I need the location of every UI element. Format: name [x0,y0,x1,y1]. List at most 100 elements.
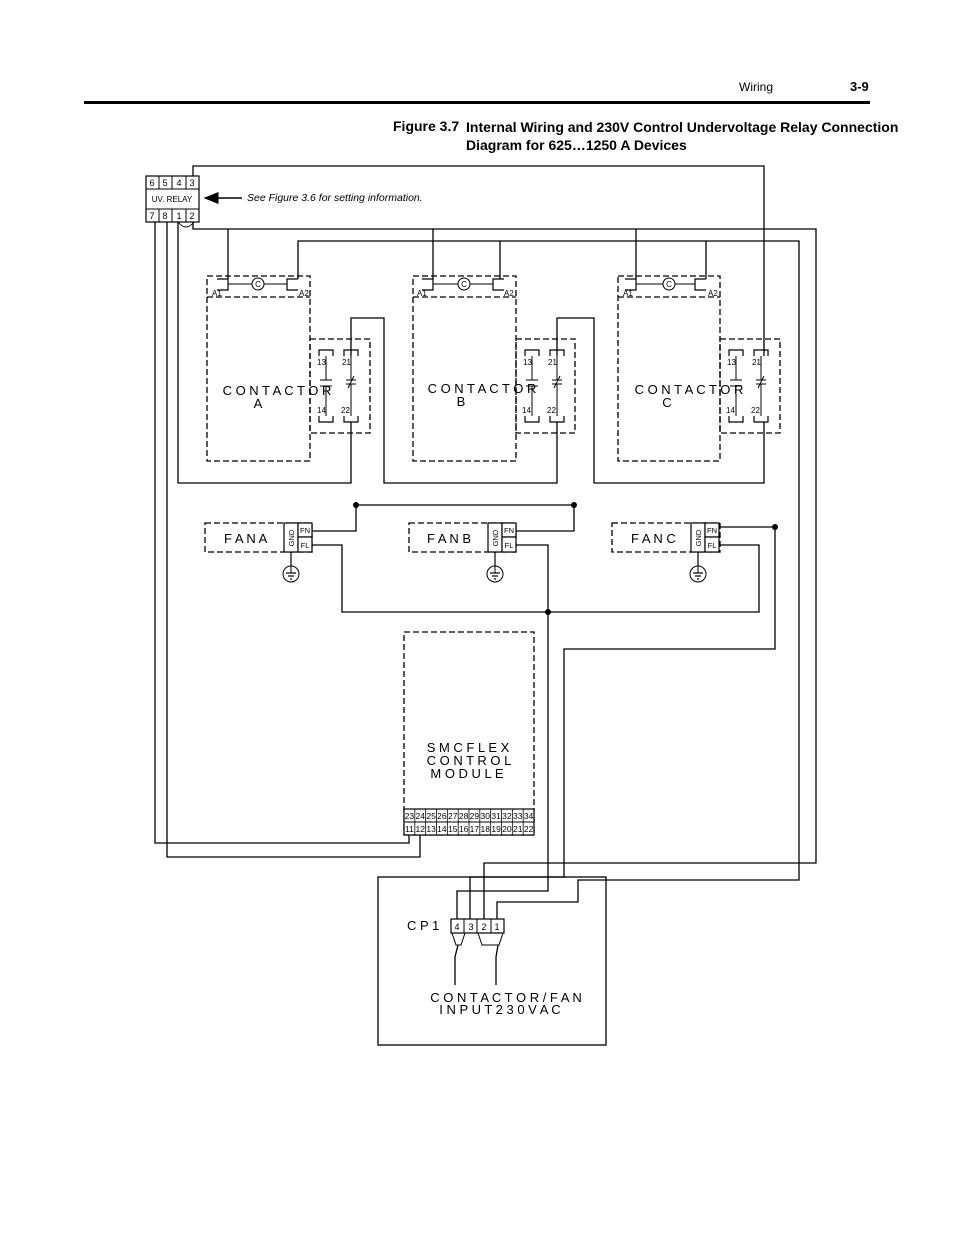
uv-relay-terminal: 3 [189,178,194,188]
smc-terminal-label: 13 [426,824,436,834]
uv-relay-terminal: 2 [189,211,194,221]
contactor-name: C O N T A C T O R [223,383,332,398]
coil-symbol [457,277,471,291]
smc-terminal-label: 21 [513,824,523,834]
smc-flex-control-module: S M C F L E X C O N T R O L M O D U L E … [403,631,535,836]
wire-coil-c-to-input [483,228,817,924]
contactor-letter: A [254,396,263,411]
header-section: Wiring [739,80,774,94]
aux-terminal-label: 13 [317,358,326,367]
smc-terminal-label: 19 [491,824,501,834]
fan-a: F A N A GND FN FL [204,522,313,583]
junction-dots [353,502,778,615]
junction-dot [353,502,359,508]
fan-gnd-label: GND [287,529,296,546]
smc-terminal-label: 20 [502,824,512,834]
contactor-b: C A1 A2 C O N T A C T O R B 13 21 14 22 [412,275,576,462]
smc-terminal-label: 12 [416,824,426,834]
smc-terminal-label: 16 [459,824,469,834]
smc-terminal-label: 18 [481,824,491,834]
uv-relay-note: See Figure 3.6 for setting information. [247,192,423,204]
header-rule [84,101,870,104]
wire-fn-bus-to-c [469,526,776,924]
fan-fl-label: FL [301,541,310,550]
smc-terminal-label: 24 [416,811,426,821]
junction-dot [545,609,551,615]
wire-fan-fl-b [516,544,549,612]
aux-contact-block: 13 21 14 22 [719,338,781,434]
contactor-a: C A1 A2 C O N T A C T O R A 13 21 14 22 [206,275,371,462]
aux-terminal-label: 13 [727,358,736,367]
aux-terminal-label: 13 [523,358,532,367]
cp1-terminal: 1 [494,922,499,932]
uv-relay-label: UV. RELAY [152,195,193,204]
contactor-letter: B [457,394,466,409]
ground-icon [486,565,504,583]
uv-relay-terminal: 5 [162,178,167,188]
wire-coil-rail-b-to-c [433,228,637,279]
aux-terminal-label: 22 [547,406,556,415]
uv-relay: 6 5 4 3 UV. RELAY 7 8 1 2 [145,175,200,228]
aux-terminal-label: 14 [726,406,735,415]
smc-terminal-label: 29 [470,811,480,821]
fan-fl-label: FL [505,541,514,550]
smc-terminal-label: 34 [524,811,534,821]
wire-cp1-l1 [454,944,459,985]
ground-icon [282,565,300,583]
wire-cp1-l2 [495,944,499,985]
input-label-line-2: I N P U T 2 3 0 V A C [439,1002,560,1017]
wire-uv2-rail [192,222,434,279]
fan-label: F A N A [224,531,268,546]
wire-uv8-to-smc [166,222,421,858]
aux-terminal-label: 21 [752,358,761,367]
ground-icon [689,565,707,583]
junction-dot [571,502,577,508]
contactor-name: C O N T A C T O R [635,382,744,397]
wire-aux-a-to-b [350,317,558,484]
figure-number: Figure 3.7 [393,118,460,134]
wire-aux-b-to-c [556,317,765,484]
page-number: 3-9 [850,79,869,94]
smc-terminal-label: 15 [448,824,458,834]
contactor-letter: C [662,395,671,410]
smc-terminal-label: 11 [405,824,414,834]
smc-terminal-label: 26 [437,811,447,821]
smc-terminal-label: 32 [502,811,512,821]
uv-relay-terminal: 7 [149,211,154,221]
terminal-a2-label: A2 [299,289,309,298]
smc-label-line-3: M O D U L E [430,766,504,781]
terminal-a1-label: A1 [623,289,633,298]
smc-terminal-label: 22 [524,824,534,834]
terminal-a2-label: A2 [504,289,514,298]
fan-fn-label: FN [300,526,310,535]
junction-dot [772,524,778,530]
smc-terminal-label: 33 [513,811,523,821]
wire-fl-to-input [456,612,549,924]
cp1-terminal: 3 [468,922,473,932]
uv-relay-terminal: 4 [176,178,181,188]
coil-symbol [662,277,676,291]
figure-title-line-1: Internal Wiring and 230V Control Undervo… [466,119,899,135]
contactor-c: C A1 A2 C O N T A C T O R C 13 21 14 22 [617,275,781,462]
fan-b: F A N B GND FN FL [408,522,517,583]
aux-terminal-label: 21 [342,358,351,367]
wire-coil-rail-a2b [500,240,707,279]
smc-terminal-label: 17 [470,824,480,834]
smc-terminal-label: 31 [491,811,501,821]
input-enclosure: C P 1 4 3 2 1 C O N T A C T O R / F A N … [377,876,607,1046]
smc-terminal-label: 27 [448,811,458,821]
figure-title: Internal Wiring and 230V Control Undervo… [466,118,899,154]
smc-terminal-label: 23 [405,811,415,821]
cp1-label: C P 1 [407,918,439,933]
aux-terminal-label: 14 [522,406,531,415]
coil-symbol [251,277,265,291]
coil-label: C [666,280,672,289]
aux-terminal-label: 21 [548,358,557,367]
terminal-a2-label: A2 [708,289,718,298]
fan-gnd-label: GND [694,529,703,546]
smc-label-line-2: C O N T R O L [427,753,512,768]
uv-relay-terminal: 1 [176,211,181,221]
fan-c: F A N C GND FN FL [611,522,721,583]
